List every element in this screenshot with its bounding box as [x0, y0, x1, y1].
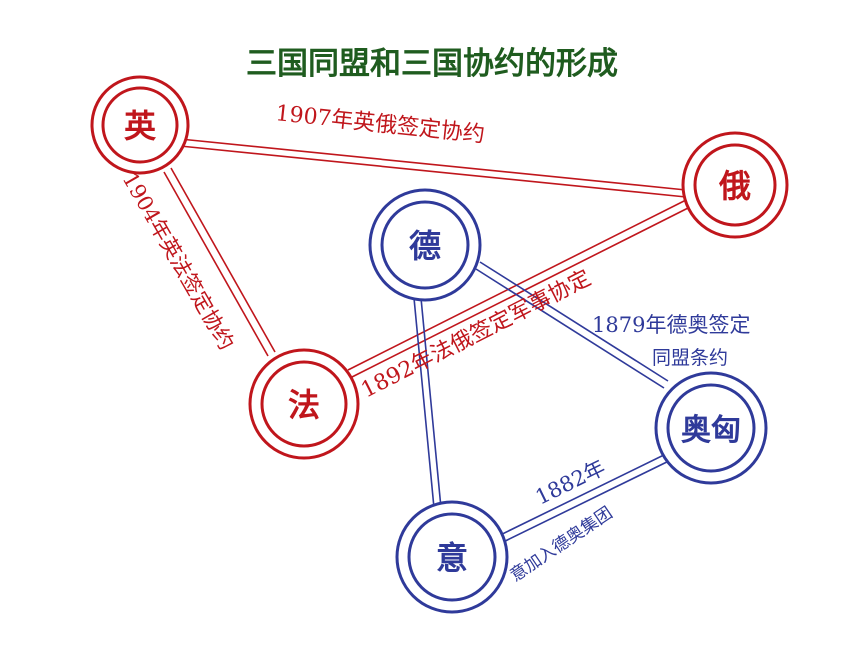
- node-italy: 意: [395, 500, 509, 614]
- edge-italy-austria: [489, 450, 676, 548]
- node-germany: 德: [368, 188, 482, 302]
- node-france: 法: [248, 348, 360, 460]
- edge-germany-italy: [413, 297, 442, 509]
- node-britain: 英: [90, 75, 190, 175]
- edge-label-italy-austria-line2: 意加入德奥集团: [507, 503, 617, 586]
- edge-label-germany-austria-line2: 同盟条约: [652, 347, 728, 369]
- edge-label-germany-austria-line1: 1879年德奥签定: [592, 313, 750, 337]
- node-label-russia: 俄: [718, 167, 751, 205]
- edge-france-russia: [347, 197, 695, 378]
- node-label-austria: 奥匈: [681, 413, 741, 448]
- node-label-italy: 意: [436, 539, 468, 577]
- node-label-germany: 德: [409, 227, 441, 265]
- edge-label-britain-russia: 1907年英俄签定协约: [274, 101, 485, 148]
- node-label-britain: 英: [124, 107, 157, 145]
- node-austria: 奥匈: [654, 371, 768, 485]
- edge-britain-france: [163, 167, 276, 357]
- node-russia: 俄: [681, 131, 789, 239]
- edge-britain-russia: [179, 138, 687, 198]
- edge-germany-austria: [475, 261, 669, 389]
- node-label-france: 法: [288, 386, 320, 424]
- page-title: 三国同盟和三国协约的形成: [246, 46, 618, 82]
